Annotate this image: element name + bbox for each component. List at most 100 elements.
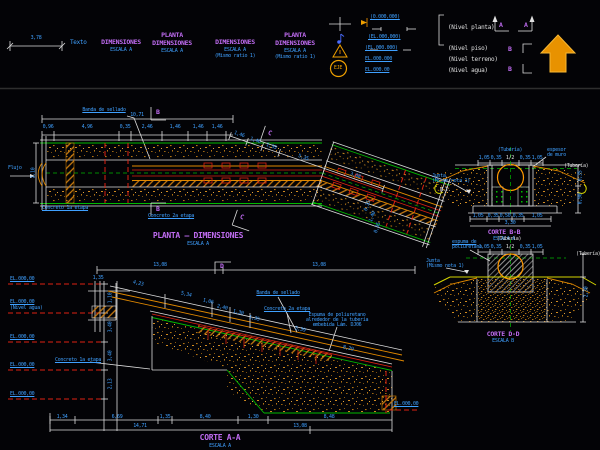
- nt-label: N.T.: [440, 187, 451, 193]
- dim-total: 14,71: [133, 423, 147, 429]
- dim-label: 2,30: [583, 286, 590, 298]
- dim-label: 1,05: [478, 155, 490, 161]
- north-arrow-icon: [539, 34, 577, 73]
- header-col1-title: DIMENSIONES: [101, 38, 141, 46]
- dim-label: 1,46: [192, 124, 204, 130]
- level-value: (EL.000,000): [368, 34, 401, 40]
- dim-label: 0,35: [490, 155, 502, 161]
- joint-note: Junta: [426, 258, 440, 264]
- header-col2-title1: PLANTA: [161, 31, 183, 39]
- foam-note: alrededor de la tubería: [305, 317, 369, 323]
- dim-label: 2,46: [141, 124, 153, 130]
- foam-note: poliuretano: [452, 244, 482, 250]
- pipe-label: (Tubería): [564, 163, 589, 169]
- section-marker-a: A: [524, 21, 528, 29]
- concrete1-label: Concreto 1a etapa: [41, 205, 89, 211]
- level-label: (Nivel planta): [448, 24, 495, 31]
- elevation-label: EL.000,00: [10, 299, 35, 305]
- dim-label: 0,50: [499, 213, 511, 219]
- header-col4-note: (Mismo ratio 1): [274, 54, 316, 60]
- corte-d-title: CORTE D-D: [486, 330, 520, 338]
- dim-label: 1,05: [531, 155, 543, 161]
- header-col3-note: (Mismo ratio 1): [214, 53, 256, 59]
- dim-label: 2,13: [107, 378, 114, 390]
- elevation-label: EL.000,00: [10, 391, 35, 397]
- elevation-label: EL.000,00: [394, 401, 419, 407]
- dim-total: 13,08: [312, 262, 326, 268]
- foam-note: embebida Lám. DJ06: [312, 322, 362, 328]
- planta-title: PLANTA — DIMENSIONES: [152, 231, 244, 240]
- corte-a-scale: ESCALA A: [209, 443, 231, 449]
- level-label: (Nivel agua): [448, 67, 488, 74]
- section-marker-d: D: [220, 262, 224, 270]
- dim-label: 1,05: [478, 244, 490, 250]
- dim-label: 0,35: [519, 155, 531, 161]
- planta-linework: [10, 107, 452, 249]
- planta-scale: ESCALA A: [187, 241, 209, 247]
- foam-note: Espuma de poliuretano: [308, 312, 366, 318]
- pipe-label: (Tubería): [496, 236, 522, 242]
- dim-label: 3,40: [107, 321, 114, 333]
- dim-total: 3,30: [504, 220, 516, 226]
- corte-b-linework: [434, 147, 587, 227]
- level-label: (Nivel piso): [448, 45, 488, 52]
- level-value: EL.000.000: [365, 56, 393, 62]
- section-marker-b: B: [508, 65, 512, 73]
- dim-label: 0,35: [512, 213, 524, 219]
- flow-label: Flujo: [8, 165, 22, 171]
- joint-note: Junta: [432, 173, 446, 179]
- header-col4-title2: DIMENSIONES: [275, 39, 315, 47]
- joint-leader-label: Banda de sellado: [82, 107, 126, 113]
- joint-note: (Mismo nota 1): [432, 178, 470, 184]
- corte-a-title: CORTE A-A: [199, 433, 241, 442]
- dim-label: 0,90: [577, 193, 584, 205]
- dim-total: 13,08: [293, 423, 307, 429]
- elevation-note: (Nivel agua): [10, 305, 43, 311]
- elevation-label: EL.000,00: [10, 276, 35, 282]
- pipe-label: (Tubería): [497, 147, 523, 153]
- corte-a-linework: [8, 261, 418, 434]
- dim-label: 1,35: [159, 414, 171, 420]
- header-col3-title: DIMENSIONES: [215, 38, 255, 46]
- dim-label: 1,46: [211, 124, 223, 130]
- joint-note: (Mismo nota 1): [426, 263, 464, 269]
- dim-label: 1,05: [472, 213, 484, 219]
- dim-label: 1,05: [531, 213, 543, 219]
- dim-label: 1,35: [92, 275, 104, 281]
- wall-note: de muro: [547, 152, 566, 158]
- foam-note: espuma de: [452, 239, 477, 245]
- corte-b-title: CORTE B-B: [487, 228, 521, 236]
- level-value: EL.000.00: [365, 67, 390, 73]
- concrete1-label: Concreto 1a etapa: [54, 357, 102, 363]
- level-value: (EL.000.000): [365, 45, 398, 51]
- corte-d-scale: ESCALA B: [492, 338, 514, 344]
- eje-label: EJE: [333, 65, 343, 71]
- dim-label: 1/2: [505, 155, 515, 161]
- dim-label: 4,96: [81, 124, 93, 130]
- dim-label: 3,40: [107, 350, 114, 362]
- header-col4-title1: PLANTA: [284, 31, 306, 39]
- dim-label: 1,05: [531, 244, 543, 250]
- dim-label: 8,48: [323, 414, 335, 420]
- elevation-label: EL.000,00: [10, 334, 35, 340]
- header-icons: [0, 14, 600, 90]
- dim-label: 0,35: [519, 244, 531, 250]
- dim-total: 10,71: [130, 112, 144, 118]
- scale-sample-value: 3,78: [30, 35, 42, 41]
- dim-label: 8,40: [199, 414, 211, 420]
- dim-label: 1,34: [56, 414, 68, 420]
- dim-total: 13,08: [153, 262, 167, 268]
- concrete2-label: Concreto 2a etapa: [147, 213, 195, 219]
- header-col2-scale: ESCALA A: [161, 48, 183, 54]
- dim-label: 0,35: [487, 213, 499, 219]
- texto-label: Texto: [70, 39, 87, 46]
- section-marker-a: A: [499, 21, 503, 29]
- header-col3-scale: ESCALA A: [224, 47, 246, 53]
- dim-label: 0,96: [42, 124, 54, 130]
- joint-leader-label: Banda de sellado: [256, 290, 300, 296]
- dim-label: 1,46: [169, 124, 181, 130]
- section-marker-b: B: [156, 205, 160, 213]
- level-label: (Nivel terreno): [448, 56, 498, 63]
